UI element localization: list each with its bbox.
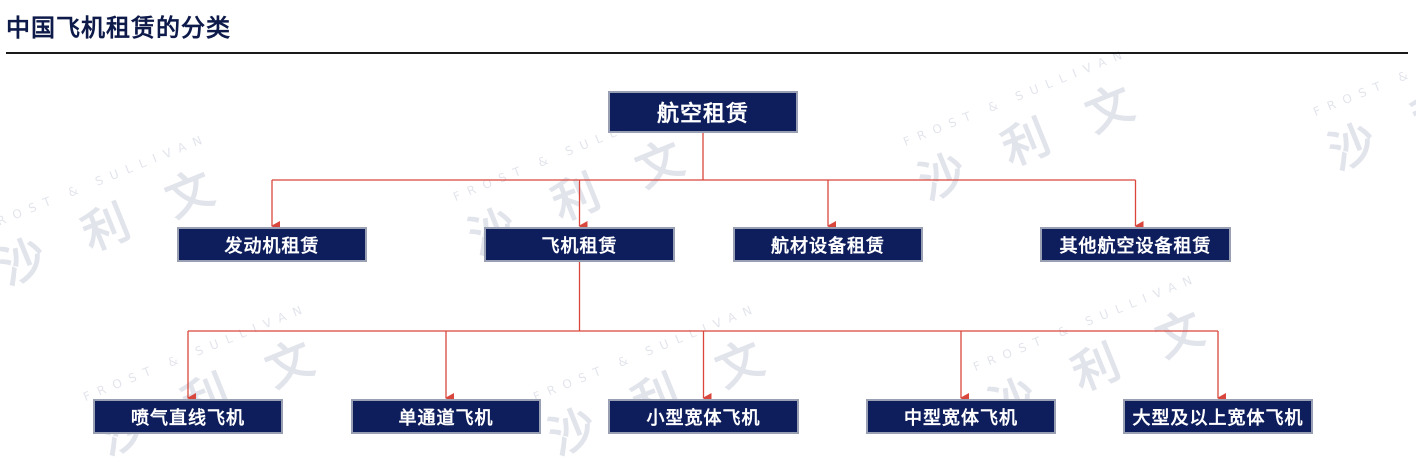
title-underline bbox=[6, 52, 1408, 54]
node-jet-aircraft: 喷气直线飞机 bbox=[93, 399, 283, 434]
node-label: 飞机租赁 bbox=[541, 235, 618, 257]
node-engine-leasing: 发动机租赁 bbox=[177, 227, 367, 262]
node-label: 单通道飞机 bbox=[398, 407, 494, 429]
node-label: 小型宽体飞机 bbox=[646, 407, 761, 429]
node-label: 大型及以上宽体飞机 bbox=[1132, 407, 1304, 429]
node-other-aviation-equipment-leasing: 其他航空设备租赁 bbox=[1040, 227, 1231, 262]
node-aircraft-leasing: 飞机租赁 bbox=[484, 227, 675, 262]
node-label: 其他航空设备租赁 bbox=[1059, 235, 1212, 257]
node-label: 中型宽体飞机 bbox=[904, 407, 1018, 429]
node-label: 航空租赁 bbox=[656, 102, 749, 127]
node-label: 发动机租赁 bbox=[224, 235, 320, 257]
node-label: 喷气直线飞机 bbox=[131, 407, 245, 429]
node-single-aisle-aircraft: 单通道飞机 bbox=[351, 399, 541, 434]
page-title: 中国飞机租赁的分类 bbox=[6, 14, 231, 42]
node-aviation-leasing: 航空租赁 bbox=[608, 91, 798, 133]
node-mid-widebody-aircraft: 中型宽体飞机 bbox=[866, 399, 1056, 434]
node-materials-equipment-leasing: 航材设备租赁 bbox=[733, 227, 923, 262]
node-label: 航材设备租赁 bbox=[771, 235, 885, 257]
node-large-widebody-aircraft: 大型及以上宽体飞机 bbox=[1123, 399, 1313, 434]
node-small-widebody-aircraft: 小型宽体飞机 bbox=[608, 399, 799, 434]
